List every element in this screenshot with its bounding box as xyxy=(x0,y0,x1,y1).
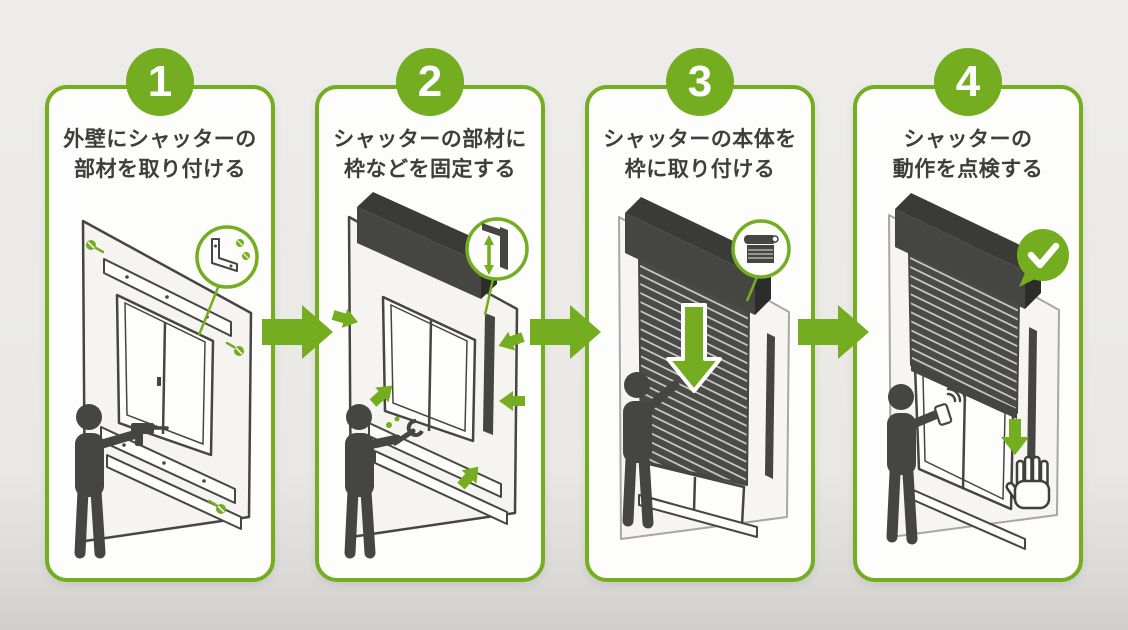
person-icon xyxy=(344,404,402,559)
flow-arrow-3 xyxy=(798,304,870,360)
drill-icon xyxy=(131,423,169,446)
step-title-line1: 外壁にシャッターの xyxy=(63,128,257,151)
hand-icon xyxy=(1005,455,1051,510)
remote-icon xyxy=(934,403,953,426)
window-icon xyxy=(381,295,477,443)
step-number: 4 xyxy=(955,57,981,106)
rolled-shutter-icon xyxy=(744,235,779,263)
step-title-line1: シャッターの xyxy=(903,128,1033,151)
right-arrow-icon xyxy=(798,305,869,359)
fix-point-arrows xyxy=(331,308,525,490)
frame-gap-callout xyxy=(465,217,529,316)
right-arrow-icon xyxy=(530,305,601,359)
person-icon xyxy=(886,384,940,545)
side-rail xyxy=(1027,327,1037,477)
l-bracket-icon xyxy=(211,238,238,272)
step3-illustration xyxy=(618,197,791,540)
step-title-line2: 枠などを固定する xyxy=(344,158,516,181)
step2-illustration xyxy=(331,192,529,559)
step-number-badge: 2 xyxy=(396,48,464,116)
screw-icon xyxy=(236,239,250,260)
step-number: 3 xyxy=(687,57,713,106)
flow-arrow-1 xyxy=(262,304,334,360)
step-card-4: 4 シャッターの 動作を点検する OK xyxy=(853,48,1083,582)
step-title: シャッターの 動作を点検する xyxy=(859,125,1077,185)
step-number-badge: 1 xyxy=(126,48,194,116)
step4-illustration xyxy=(886,193,1069,550)
step-number-badge: 3 xyxy=(666,48,734,116)
down-arrow-icon xyxy=(1001,419,1029,455)
step-title: シャッターの部材に 枠などを固定する xyxy=(321,125,539,185)
side-rail xyxy=(483,313,495,435)
step-title-line2: 動作を点検する xyxy=(892,158,1044,181)
step-title-line1: シャッターの本体を xyxy=(603,128,797,151)
vertical-adjust-arrow-icon xyxy=(484,235,494,275)
step-title-line2: 枠に取り付ける xyxy=(624,158,776,181)
shutter-box xyxy=(895,193,1041,309)
person-icon xyxy=(622,372,680,529)
flow-arrow-2 xyxy=(530,304,602,360)
right-arrow-icon xyxy=(262,305,333,359)
step1-illustration xyxy=(74,219,259,559)
step-card-2: 2 シャッターの部材に 枠などを固定する xyxy=(315,48,545,582)
bracket-callout xyxy=(195,225,259,336)
wrench-icon xyxy=(386,416,424,446)
step-card-1: 1 外壁にシャッターの 部材を取り付ける xyxy=(45,48,275,582)
step-title: 外壁にシャッターの 部材を取り付ける xyxy=(51,125,269,185)
side-rail xyxy=(765,333,775,479)
frame-corner-icon xyxy=(482,223,508,270)
ok-check-bubble xyxy=(1017,229,1069,287)
signal-waves-icon xyxy=(946,382,967,403)
step-number: 2 xyxy=(417,57,443,106)
down-arrow-icon xyxy=(666,303,722,393)
step-title: シャッターの本体を 枠に取り付ける xyxy=(591,125,809,185)
step-title-line1: シャッターの部材に xyxy=(333,128,527,151)
step-number: 1 xyxy=(147,57,173,106)
step-number-badge: 4 xyxy=(934,48,1002,116)
rolled-shutter-callout xyxy=(731,219,791,302)
window-icon xyxy=(115,293,215,457)
mounting-rail-bottom xyxy=(100,426,242,530)
person-icon xyxy=(74,404,138,559)
step-title-line2: 部材を取り付ける xyxy=(74,158,246,181)
step-card-3: 3 シャッターの本体を 枠に取り付ける xyxy=(585,48,815,582)
